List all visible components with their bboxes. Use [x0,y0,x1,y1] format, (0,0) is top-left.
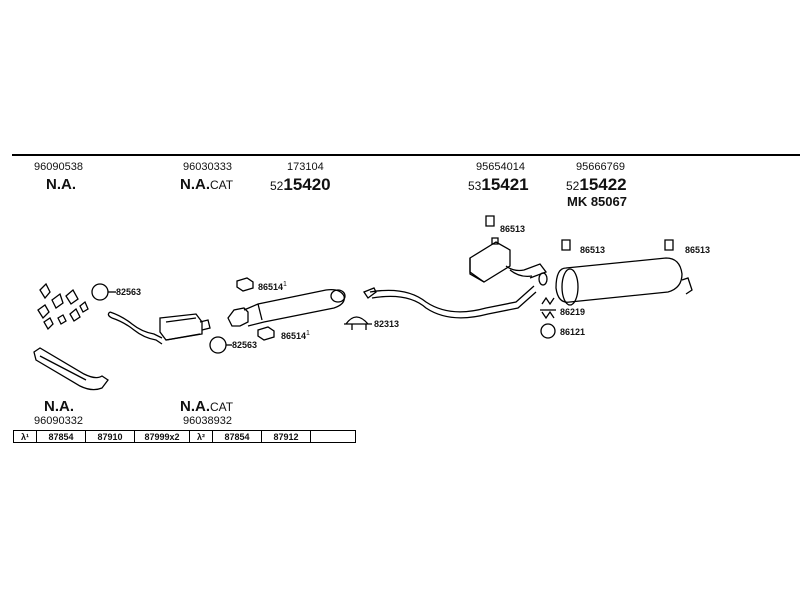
label-na-cat-2: N.A.CAT [180,398,234,415]
callout-82313: 82313 [374,319,400,329]
lambda1-cell: λ¹ [13,430,37,443]
callout-86513-a: 86513 [500,224,526,234]
label-na-cat-1: N.A.CAT [180,176,234,193]
callout-82563-b: 82563 [232,340,258,350]
table-cell-empty [310,430,356,443]
callout-86513-b: 86513 [580,245,606,255]
rubber-mount-86514-b-icon [257,326,275,341]
table-cell: 87912 [261,430,311,443]
callout-86121: 86121 [560,327,586,337]
top-rule [12,154,800,156]
part-number-96090538: 96090538 [34,161,83,173]
ref-15421: 5315421 [468,175,529,194]
middle-silencer-icon [227,288,346,327]
part-number-96038932: 96038932 [183,415,232,427]
part-number-96030333: 96030333 [183,161,232,173]
part-number-173104: 173104 [287,161,324,173]
hanger-86513-b-icon [561,239,571,251]
lambda2-cell: λ² [189,430,213,443]
gasket-ring-82563-a-icon [91,283,109,301]
gasket-ring-86121-icon [540,323,556,339]
rear-muffler-15422-icon [555,257,693,306]
label-na-2: N.A. [44,398,74,415]
rubber-mount-86514-a-icon [236,277,254,292]
ref-15422: 5215422 [566,175,627,194]
hanger-86513-c-icon [664,239,674,251]
reference-table: λ¹ 87854 87910 87999x2 λ² 87854 87912 [13,430,356,443]
front-pipe-lower-icon [33,347,109,391]
part-number-96090332: 96090332 [34,415,83,427]
mk-85067: MK 85067 [567,194,627,209]
part-number-95654014: 95654014 [476,161,525,173]
intermediate-pipe-icon [363,285,537,319]
callout-86513-c: 86513 [685,245,711,255]
catalytic-converter-icon [107,311,211,345]
hanger-86513-a-icon [485,215,495,227]
table-cell: 87854 [212,430,262,443]
gasket-ring-82563-b-icon [209,336,227,354]
table-cell: 87854 [36,430,86,443]
clamp-82313-icon [344,316,372,330]
label-na-1: N.A. [46,176,76,193]
callout-86514-a: 865141 [258,281,287,292]
callout-82563-a: 82563 [116,287,142,297]
manifold-gaskets-icon [37,282,89,331]
rear-silencer-15421-icon [469,241,548,286]
clamp-86219-icon [540,296,556,320]
callout-86219: 86219 [560,307,586,317]
part-number-95666769: 95666769 [576,161,625,173]
table-cell: 87999x2 [134,430,190,443]
ref-15420: 5215420 [270,175,331,194]
callout-86514-b: 865141 [281,330,310,341]
table-cell: 87910 [85,430,135,443]
table-row: λ¹ 87854 87910 87999x2 λ² 87854 87912 [13,430,356,443]
